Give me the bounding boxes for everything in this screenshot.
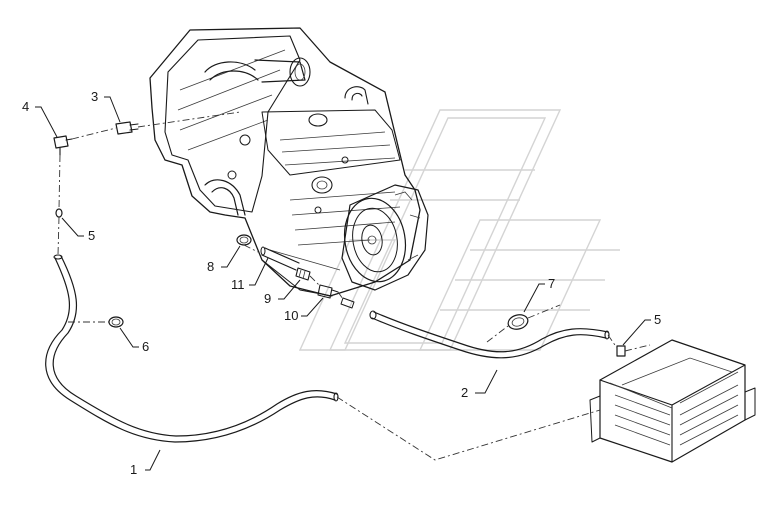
callout-label-11: 11: [231, 277, 245, 292]
fitting-10: [317, 284, 339, 299]
fitting-3: [115, 121, 139, 135]
clamp-5-left: [55, 208, 63, 218]
callout-label-5b: 5: [654, 312, 661, 327]
callout-label-7: 7: [548, 276, 555, 291]
hose-11: [260, 246, 300, 271]
callout-10: 10: [284, 297, 324, 323]
hose-2: [369, 310, 610, 359]
callout-7: 7: [523, 276, 555, 313]
callout-label-1: 1: [130, 462, 137, 477]
fitting-4: [53, 135, 73, 156]
callout-label-5a: 5: [88, 228, 95, 243]
hose-1: [45, 254, 339, 443]
callout-1: 1: [130, 449, 161, 477]
engine-assembly-icon: [149, 27, 429, 297]
callout-label-2: 2: [461, 385, 468, 400]
clamp-8: [236, 234, 252, 246]
callout-11: 11: [231, 257, 269, 292]
assembly-lines: [57, 111, 651, 461]
brand-watermark: [298, 109, 620, 351]
callout-2: 2: [461, 369, 498, 400]
callout-label-9: 9: [264, 291, 271, 306]
clamp-6: [108, 316, 124, 328]
callout-4: 4: [22, 99, 58, 138]
callout-3: 3: [91, 89, 121, 123]
callout-5a: 5: [61, 217, 95, 243]
clamp-5-right: [616, 345, 626, 357]
callout-6: 6: [119, 327, 149, 354]
plug-fitting: [340, 297, 355, 309]
callout-5b: 5: [622, 312, 661, 346]
fitting-9: [295, 267, 311, 281]
callout-label-8: 8: [207, 259, 214, 274]
callout-8: 8: [207, 245, 241, 274]
callout-label-4: 4: [22, 99, 29, 114]
callout-label-10: 10: [284, 308, 298, 323]
callout-9: 9: [264, 279, 301, 306]
electronic-control-module-icon: [589, 339, 756, 463]
clamp-7: [507, 314, 529, 330]
callout-label-6: 6: [142, 339, 149, 354]
callout-label-3: 3: [91, 89, 98, 104]
